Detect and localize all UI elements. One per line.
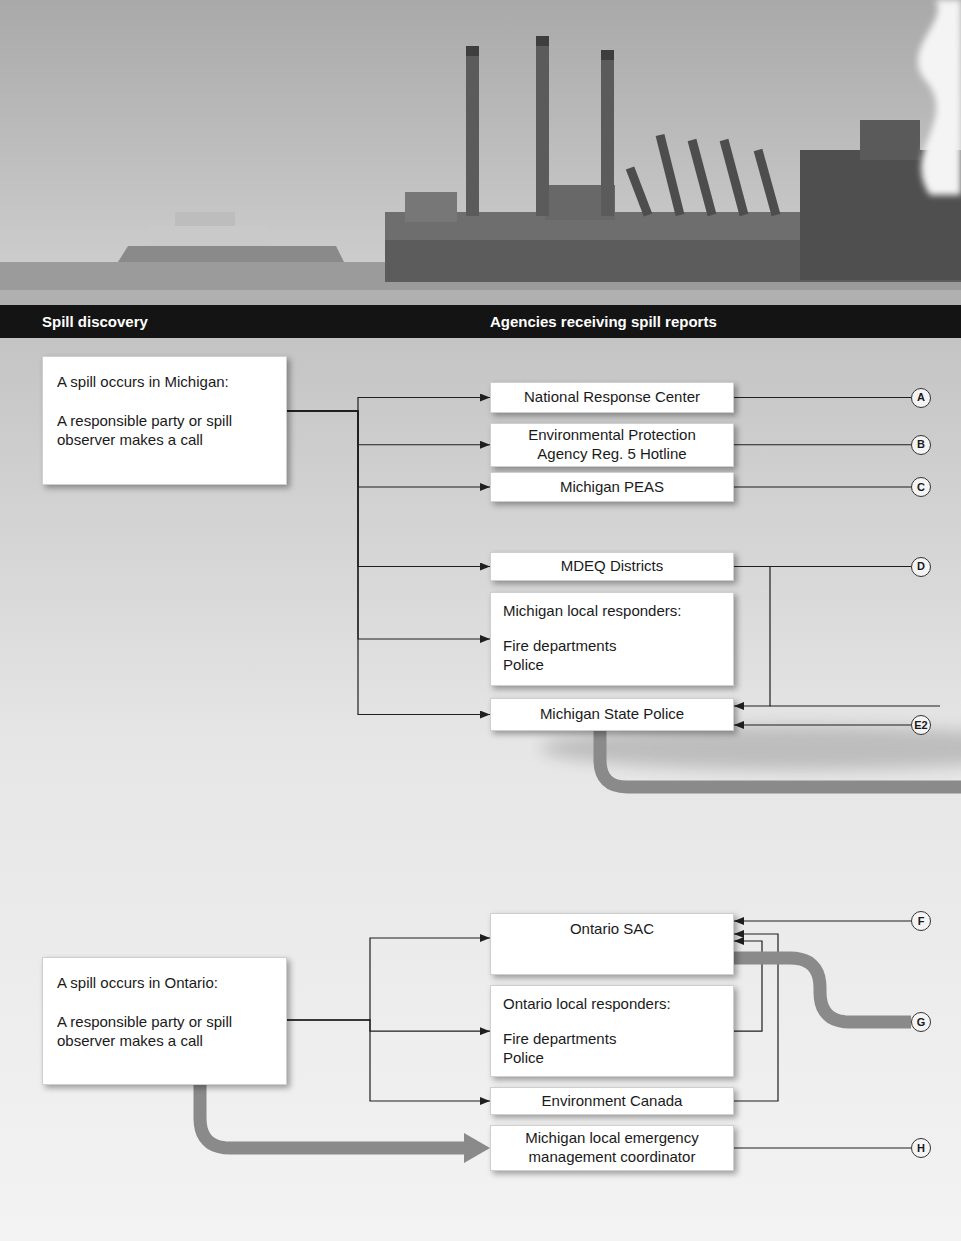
callout-letter: C (917, 482, 925, 493)
box-text: Ontario local responders: (503, 995, 671, 1014)
smokestack (536, 36, 549, 216)
ship-bridge (175, 212, 235, 226)
smokestack (601, 50, 614, 216)
agency-box: National Response Center (490, 382, 734, 413)
callout-letter: A (917, 392, 925, 403)
smoke-plume (918, 0, 961, 195)
photo-shore (0, 290, 961, 305)
box-text: Environment Canada (542, 1092, 683, 1111)
connector-line (287, 411, 490, 567)
box-text: MDEQ Districts (561, 557, 664, 576)
callout-circle: C (911, 477, 931, 497)
box-text: Michigan local responders: (503, 602, 681, 621)
crane (758, 150, 776, 215)
connectors (200, 398, 911, 1149)
agency-box: MDEQ Districts (490, 552, 734, 581)
connector-line (734, 1147, 911, 1148)
connector-line (287, 411, 490, 487)
callout-circle: D (911, 557, 931, 577)
callout-circle: F (911, 911, 931, 931)
box-text: Ontario SAC (570, 920, 654, 939)
callout-letter: F (918, 916, 925, 927)
box-text: Michigan local emergency management coor… (509, 1129, 715, 1167)
crane (692, 140, 712, 215)
agency-box: Michigan PEAS (490, 472, 734, 502)
agency-box: Michigan local responders: Fire departmen… (490, 592, 734, 686)
connector-line (287, 938, 490, 1020)
agency-box: Ontario SAC (490, 913, 734, 975)
column-header: Agencies receiving spill reports (490, 313, 717, 332)
box-text: Fire departments Police (503, 1030, 643, 1068)
callout-circle: H (911, 1138, 931, 1158)
header-bar (0, 305, 961, 338)
callout-letter: B (917, 439, 925, 450)
connector-line (287, 411, 490, 445)
connector-line (734, 567, 770, 707)
agency-box: Michigan State Police (490, 698, 734, 731)
page-ground (0, 338, 961, 1241)
spill-source-box: A spill occurs in Michigan: A responsible… (42, 356, 287, 485)
incoming-line (770, 705, 940, 706)
callout-circle: B (911, 435, 931, 455)
thick-flow-band (734, 958, 911, 1022)
factory-block (405, 192, 457, 222)
thick-flow-band (600, 731, 961, 787)
connector-line (734, 920, 911, 921)
connector-line (734, 724, 911, 725)
agency-box: Environment Canada (490, 1087, 734, 1115)
box-text: National Response Center (524, 388, 700, 407)
callout-circle: G (911, 1012, 931, 1032)
ship-deck (150, 226, 270, 246)
box-text: A responsible party or spill observer ma… (57, 1013, 272, 1051)
box-text: Michigan State Police (540, 705, 684, 724)
factory-tower-top (860, 120, 920, 160)
connector-line (287, 1020, 490, 1101)
connector-line (287, 411, 490, 715)
connector-line (287, 411, 490, 639)
callout-letter: D (917, 561, 925, 572)
box-text: Fire departments Police (503, 637, 643, 675)
ship-hull (118, 246, 344, 262)
smokestack-top (536, 36, 549, 46)
box-text: A responsible party or spill observer ma… (57, 412, 272, 450)
column-header: Spill discovery (42, 313, 148, 332)
connector-line (734, 486, 911, 487)
box-text: A spill occurs in Ontario: (57, 974, 218, 993)
box-text: A spill occurs in Michigan: (57, 373, 229, 392)
smokestack (466, 46, 479, 216)
agency-box: Environmental Protection Agency Reg. 5 H… (490, 423, 734, 467)
smokestack-top (466, 46, 479, 56)
callout-circle: A (911, 388, 931, 408)
spill-source-box: A spill occurs in Ontario: A responsible … (42, 957, 287, 1085)
callout-letter: G (917, 1017, 926, 1028)
callout-letter: E2 (914, 720, 927, 731)
agency-box: Ontario local responders: Fire department… (490, 985, 734, 1077)
smokestack-top (601, 50, 614, 60)
thick-flow-band (200, 1085, 464, 1148)
crane (630, 168, 648, 215)
connector-line (287, 1020, 490, 1031)
box-text: Environmental Protection Agency Reg. 5 H… (509, 426, 715, 464)
box-text: Michigan PEAS (560, 478, 664, 497)
connector-line (287, 398, 490, 412)
photo-sky (0, 0, 961, 305)
connector-line (734, 397, 911, 398)
callout-circle: E2 (911, 715, 931, 735)
connector-line (734, 444, 911, 445)
crane (724, 140, 744, 215)
agency-box: Michigan local emergency management coor… (490, 1125, 734, 1171)
callout-letter: H (917, 1143, 925, 1154)
crane (660, 135, 680, 215)
